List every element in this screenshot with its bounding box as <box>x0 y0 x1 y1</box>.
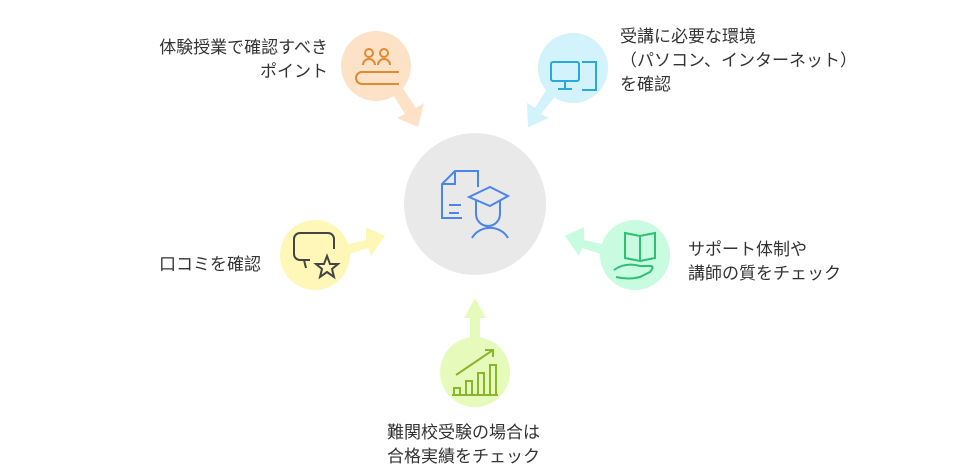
label-line: 口コミを確認 <box>159 255 261 275</box>
support-circle <box>600 220 670 290</box>
arrow-reviews <box>340 227 385 256</box>
label-line: 難関校受験の場合は <box>387 423 540 443</box>
environment-circle <box>538 33 608 103</box>
growth-chart-icon <box>452 349 498 396</box>
label-line: を確認 <box>620 75 671 95</box>
label-support: サポート体制や 講師の質をチェック <box>688 238 841 286</box>
arrow-results <box>464 298 486 340</box>
label-reviews: 口コミを確認 <box>159 253 261 277</box>
label-line: ポイント <box>260 62 328 82</box>
label-line: （パソコン、インターネット） <box>620 51 857 71</box>
label-results: 難関校受験の場合は 合格実績をチェック <box>387 421 540 469</box>
book-hand-icon <box>613 231 656 280</box>
computer-icon <box>550 61 597 91</box>
student-document-icon <box>441 170 511 239</box>
label-line: 講師の質をチェック <box>688 264 841 284</box>
label-line: サポート体制や <box>688 240 807 260</box>
reviews-circle <box>280 220 350 290</box>
review-star-icon <box>293 232 341 280</box>
arrow-support <box>565 227 610 256</box>
results-circle <box>440 337 510 407</box>
label-line: 合格実績をチェック <box>387 447 540 467</box>
class-audience-icon <box>355 48 399 85</box>
arrow-trial <box>390 84 424 127</box>
label-line: 体験授業で確認すべき <box>159 38 328 58</box>
label-line: 受講に必要な環境 <box>620 27 756 47</box>
label-environment: 受講に必要な環境 （パソコン、インターネット） を確認 <box>620 25 857 97</box>
label-trial: 体験授業で確認すべき ポイント <box>159 36 328 84</box>
trial-circle <box>341 31 411 101</box>
